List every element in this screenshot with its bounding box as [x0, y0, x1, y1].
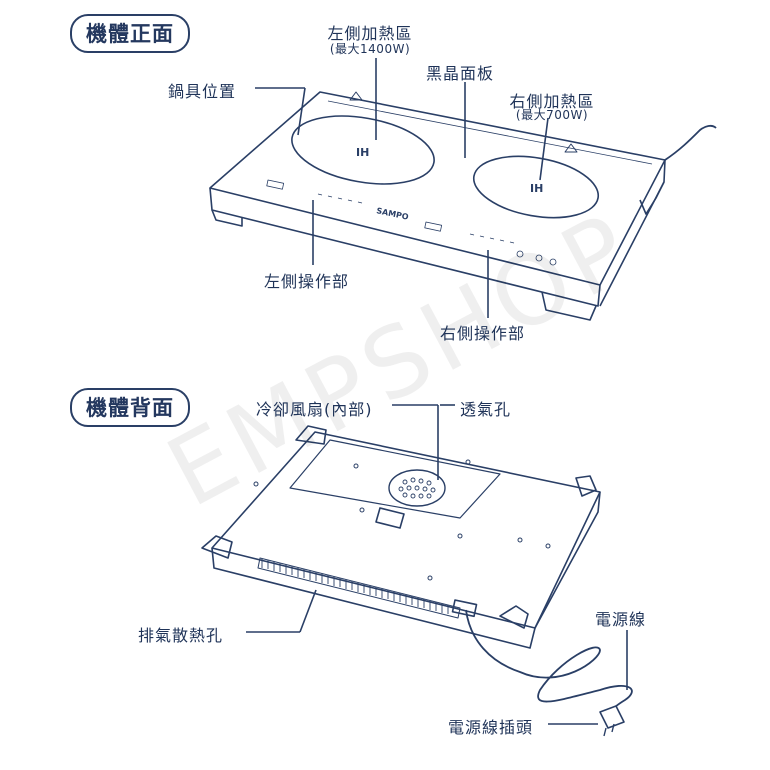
right-control-label: 右側操作部: [440, 324, 526, 343]
left-heating-zone-ring: [291, 115, 435, 185]
back-section-title: 機體背面: [70, 388, 190, 427]
power-plug-label: 電源線插頭: [448, 718, 534, 737]
right-control-display: [424, 221, 443, 232]
front-cooktop-body: [209, 91, 666, 321]
exhaust-vent-hatching: [261, 559, 449, 614]
right-ih-mark: IH: [530, 182, 543, 195]
fan-vent-grid: [388, 469, 446, 507]
black-crystal-panel-label: 黑晶面板: [426, 64, 495, 83]
back-cooktop-body: [201, 425, 601, 649]
left-heating-zone-label: 左側加熱區: [327, 24, 413, 43]
left-heating-zone-power-label: (最大1400W): [329, 42, 411, 56]
exhaust-vent-slats: [257, 557, 461, 619]
exhaust-vents-label: 排氣散熱孔: [138, 626, 224, 645]
right-heating-zone-power-label: (最大700W): [515, 108, 589, 122]
left-control-label: 左側操作部: [264, 272, 350, 291]
power-cord-label: 電源線: [595, 610, 647, 629]
left-control-display: [266, 179, 285, 190]
cooling-fan-label: 冷卻風扇(內部): [256, 400, 373, 419]
vent-hole-label: 透氣孔: [460, 400, 512, 419]
power-socket: [451, 599, 478, 618]
cookware-position-label: 鍋具位置: [168, 82, 237, 101]
left-ih-mark: IH: [356, 146, 369, 159]
right-heating-zone-label: 右側加熱區: [509, 92, 595, 111]
front-section-title: 機體正面: [70, 14, 190, 53]
right-heating-zone-ring: [472, 155, 600, 219]
